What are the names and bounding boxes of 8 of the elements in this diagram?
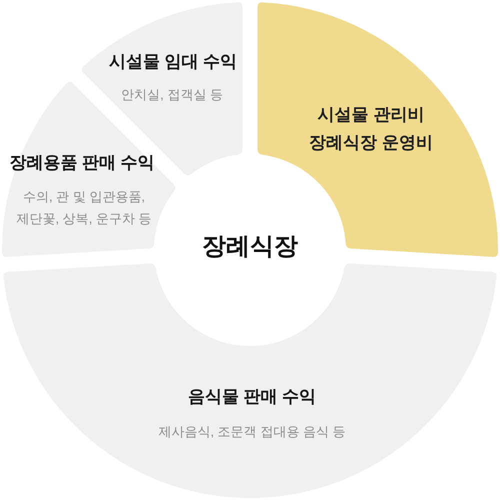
center-label: 장례식장 — [201, 232, 299, 262]
segment-title: 음식물 판매 수익 — [186, 386, 318, 408]
segment-note: 안치실, 접객실 등 — [120, 86, 224, 104]
segment-title: 장례용품 판매 수익 — [8, 152, 156, 174]
segment-title: 시설물 임대 수익 — [108, 51, 238, 73]
segment-note: 제사음식, 조문객 접대용 음식 등 — [157, 423, 347, 441]
segment-note: 수의, 관 및 입관용품, 제단꽃, 상복, 운구차 등 — [15, 188, 153, 228]
segment-title: 시설물 관리비 장례식장 운영비 — [308, 104, 434, 154]
